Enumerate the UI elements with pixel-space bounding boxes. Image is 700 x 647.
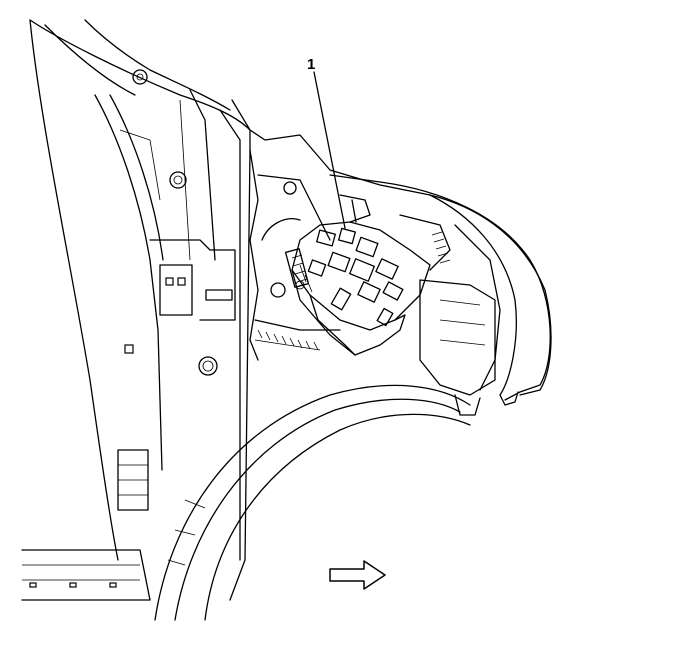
fuse-block [284,194,431,356]
headlamp-assembly [329,174,551,416]
direction-arrow-icon [329,560,386,590]
a-pillar-panel [21,19,251,601]
callout-1-leader [313,71,346,229]
wheel-arch [154,384,471,621]
inner-fender [231,99,552,396]
callout-1-label: 1 [307,56,316,73]
